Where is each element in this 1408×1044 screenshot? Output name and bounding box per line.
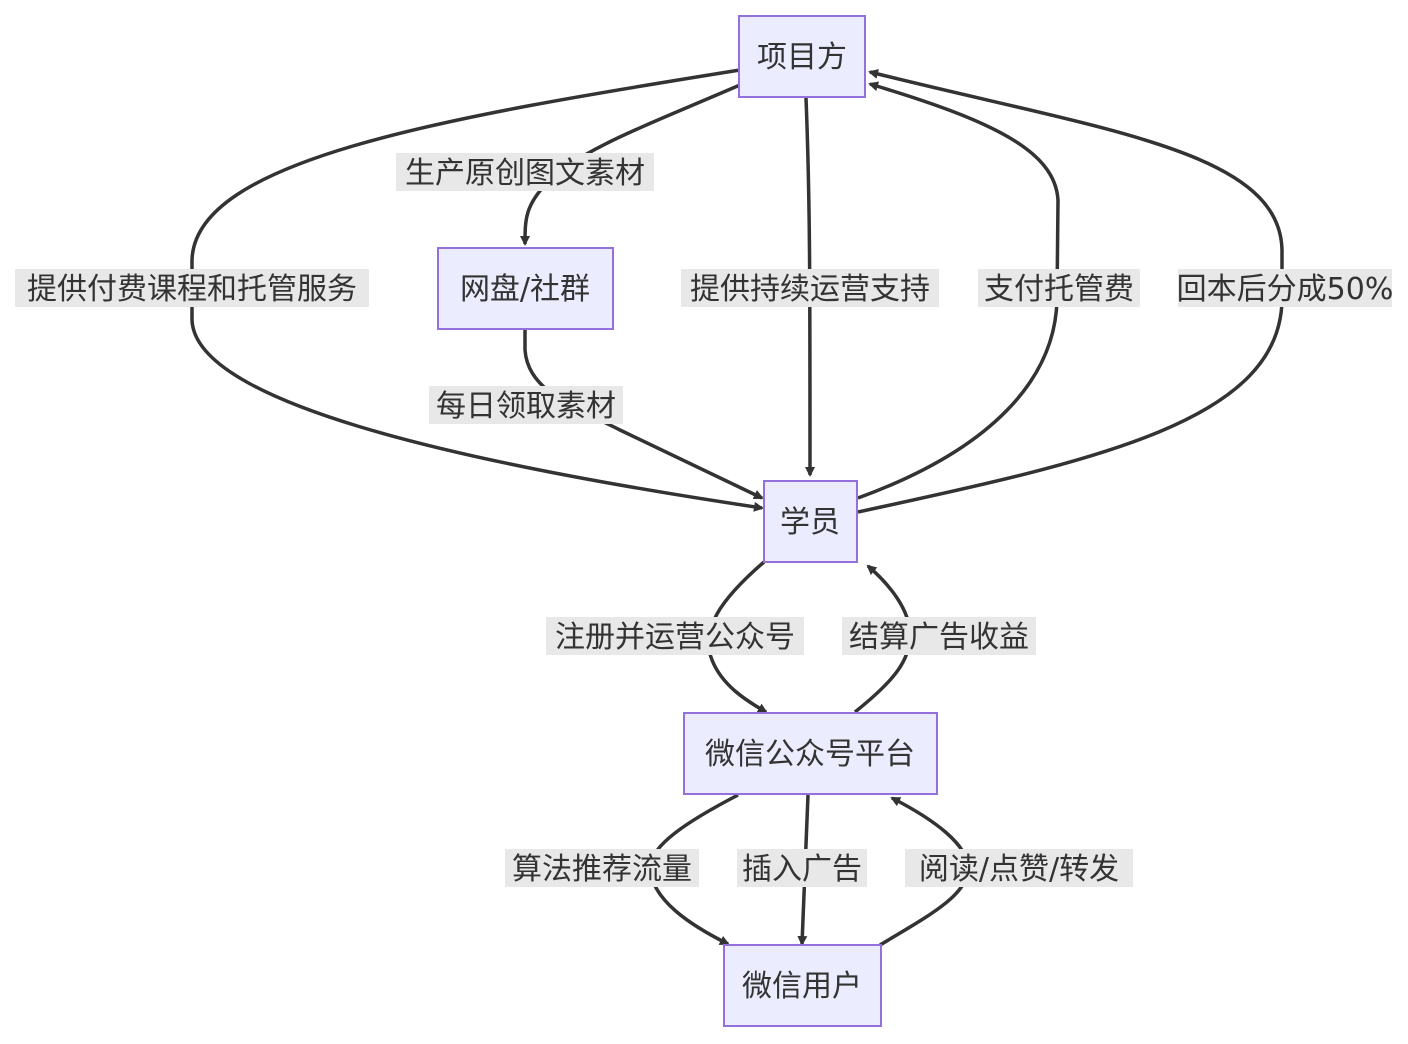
svg-text:微信公众号平台: 微信公众号平台 <box>705 737 915 772</box>
label-support: 提供持续运营支持 <box>681 269 939 307</box>
edge-labels: 生产原创图文素材 提供付费课程和托管服务 每日领取素材 提供持续运营支持 支付托… <box>15 153 1393 887</box>
svg-text:项目方: 项目方 <box>757 40 847 75</box>
edge-register <box>706 560 768 714</box>
node-project[interactable]: 项目方 <box>738 15 866 98</box>
label-share: 回本后分成50% <box>1177 269 1394 307</box>
svg-text:支付托管费: 支付托管费 <box>984 272 1134 307</box>
node-student[interactable]: 学员 <box>763 480 858 563</box>
label-pay-fee: 支付托管费 <box>978 269 1140 307</box>
edge-support <box>804 97 815 477</box>
svg-text:插入广告: 插入广告 <box>742 852 862 887</box>
label-daily: 每日领取素材 <box>429 386 623 424</box>
svg-text:学员: 学员 <box>780 505 840 540</box>
node-platform[interactable]: 微信公众号平台 <box>683 712 938 795</box>
label-read: 阅读/点赞/转发 <box>905 849 1133 887</box>
label-ads: 插入广告 <box>737 849 867 887</box>
svg-text:提供持续运营支持: 提供持续运营支持 <box>690 272 930 307</box>
svg-text:阅读/点赞/转发: 阅读/点赞/转发 <box>919 852 1119 887</box>
label-paid-course: 提供付费课程和托管服务 <box>15 269 369 307</box>
svg-text:结算广告收益: 结算广告收益 <box>849 620 1029 655</box>
edges <box>190 68 1284 947</box>
svg-text:每日领取素材: 每日领取素材 <box>436 389 616 424</box>
label-settle: 结算广告收益 <box>842 617 1036 655</box>
svg-text:注册并运营公众号: 注册并运营公众号 <box>555 620 795 655</box>
label-register: 注册并运营公众号 <box>546 617 804 655</box>
nodes: 项目方 网盘/社群 学员 微信公众号平台 微信用户 <box>437 15 938 1027</box>
label-algorithm: 算法推荐流量 <box>505 849 699 887</box>
svg-text:生产原创图文素材: 生产原创图文素材 <box>405 156 645 191</box>
svg-text:网盘/社群: 网盘/社群 <box>460 272 590 307</box>
node-netdisk[interactable]: 网盘/社群 <box>437 247 614 330</box>
node-users[interactable]: 微信用户 <box>723 944 882 1027</box>
svg-text:回本后分成50%: 回本后分成50% <box>1177 272 1394 307</box>
svg-text:提供付费课程和托管服务: 提供付费课程和托管服务 <box>27 272 357 307</box>
svg-text:微信用户: 微信用户 <box>742 969 862 1004</box>
svg-text:算法推荐流量: 算法推荐流量 <box>512 852 692 887</box>
label-produce: 生产原创图文素材 <box>396 153 654 191</box>
